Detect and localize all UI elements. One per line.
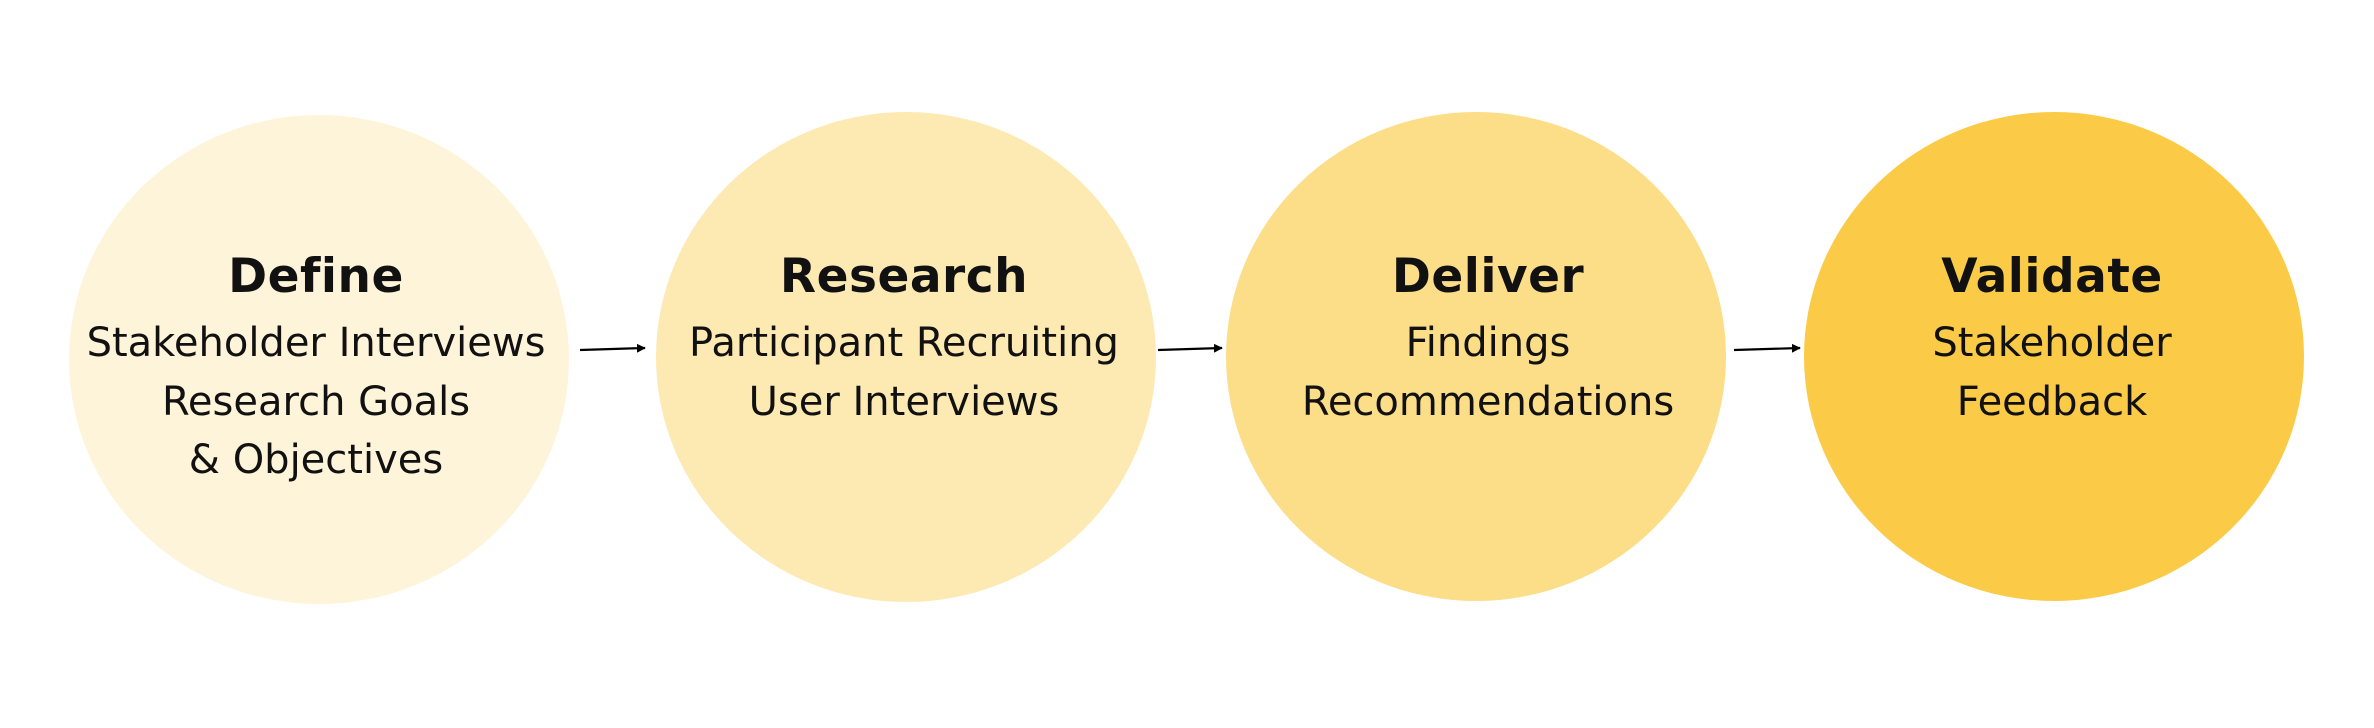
stage-item: Stakeholder	[1932, 320, 2172, 366]
stage-item: Recommendations	[1301, 378, 1675, 425]
stage-items-research: Participant Recruiting User Interviews	[604, 314, 1204, 431]
stage-item: User Interviews	[748, 378, 1060, 425]
stage-circle-deliver	[1226, 112, 1726, 601]
stage-items-define: Stakeholder Interviews Research Goals & …	[16, 314, 616, 490]
stage-item: Feedback	[1956, 378, 2148, 425]
stage-circle-validate	[1804, 112, 2304, 601]
stage-item: Research Goals	[161, 378, 471, 425]
stage-item: & Objectives	[188, 437, 444, 483]
stage-title-deliver: Deliver	[1391, 249, 1585, 304]
stage-items-deliver: Findings Recommendations	[1188, 314, 1788, 431]
stage-title-define: Define	[228, 249, 404, 304]
stage-item: Findings	[1405, 320, 1571, 366]
stage-title-research: Research	[779, 249, 1029, 304]
stage-circle-research	[656, 112, 1156, 602]
stage-circle-define	[69, 115, 569, 604]
stage-items-validate: Stakeholder Feedback	[1752, 314, 2352, 431]
stage-item: Stakeholder Interviews	[86, 320, 546, 366]
stage-title-validate: Validate	[1941, 249, 2163, 304]
stage-item: Participant Recruiting	[689, 320, 1119, 366]
